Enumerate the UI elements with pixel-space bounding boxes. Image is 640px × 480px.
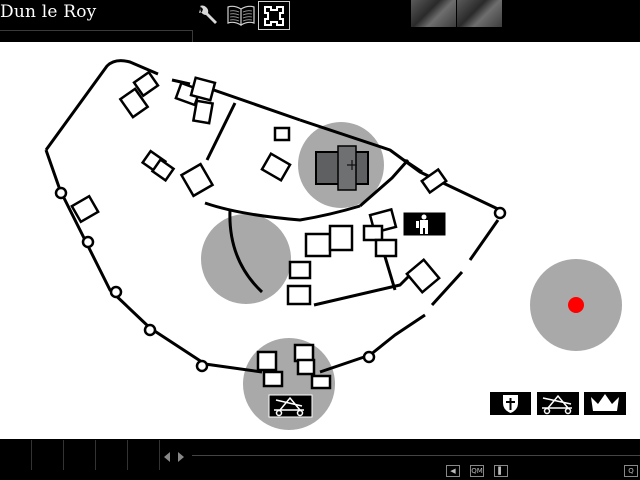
target-marker[interactable] (568, 297, 584, 313)
tools-button[interactable] (192, 0, 224, 30)
journal-button[interactable] (225, 0, 257, 30)
bottom-bar (0, 439, 640, 480)
divider (192, 30, 193, 42)
siege-unit[interactable] (268, 394, 313, 418)
log-button[interactable]: ▌ (494, 465, 508, 477)
inventory-slot-4[interactable] (96, 440, 128, 470)
scroll-left-icon (164, 452, 170, 462)
title-underline (0, 30, 192, 31)
shield-cross-icon (503, 395, 518, 413)
inventory-scroll[interactable] (162, 449, 186, 463)
location-title: Dun le Roy (0, 2, 97, 22)
back-button[interactable]: ◀ (446, 465, 460, 477)
buildings (70, 70, 448, 390)
castle-map[interactable] (0, 42, 640, 439)
scroll-right-icon (178, 452, 184, 462)
legend-trebuchet[interactable] (536, 391, 580, 416)
zoom-button[interactable]: QM (470, 465, 484, 477)
legend-shield[interactable] (489, 391, 532, 416)
inventory-slot-1[interactable] (0, 440, 32, 470)
legend-crown[interactable] (583, 391, 627, 416)
crown-icon (591, 394, 619, 411)
scene-thumbnail-2[interactable] (457, 0, 502, 27)
inventory-slot-5[interactable] (128, 440, 160, 470)
inventory-slot-3[interactable] (64, 440, 96, 470)
keep-church[interactable] (315, 145, 369, 191)
towers (54, 186, 507, 373)
soldier-icon (416, 214, 428, 234)
map-button[interactable] (258, 1, 290, 30)
wrench-icon (199, 5, 217, 24)
book-icon (227, 5, 255, 27)
knight-unit[interactable] (402, 211, 447, 237)
trebuchet-icon (274, 396, 304, 417)
quit-button[interactable]: Q (624, 465, 638, 477)
message-line (192, 455, 640, 456)
zone-courtyard[interactable] (201, 214, 291, 304)
castle-map-icon (264, 5, 284, 26)
inventory-slot-2[interactable] (32, 440, 64, 470)
trebuchet-icon (542, 394, 572, 415)
top-bar: Dun le Roy (0, 0, 640, 42)
scene-thumbnail-1[interactable] (411, 0, 456, 27)
